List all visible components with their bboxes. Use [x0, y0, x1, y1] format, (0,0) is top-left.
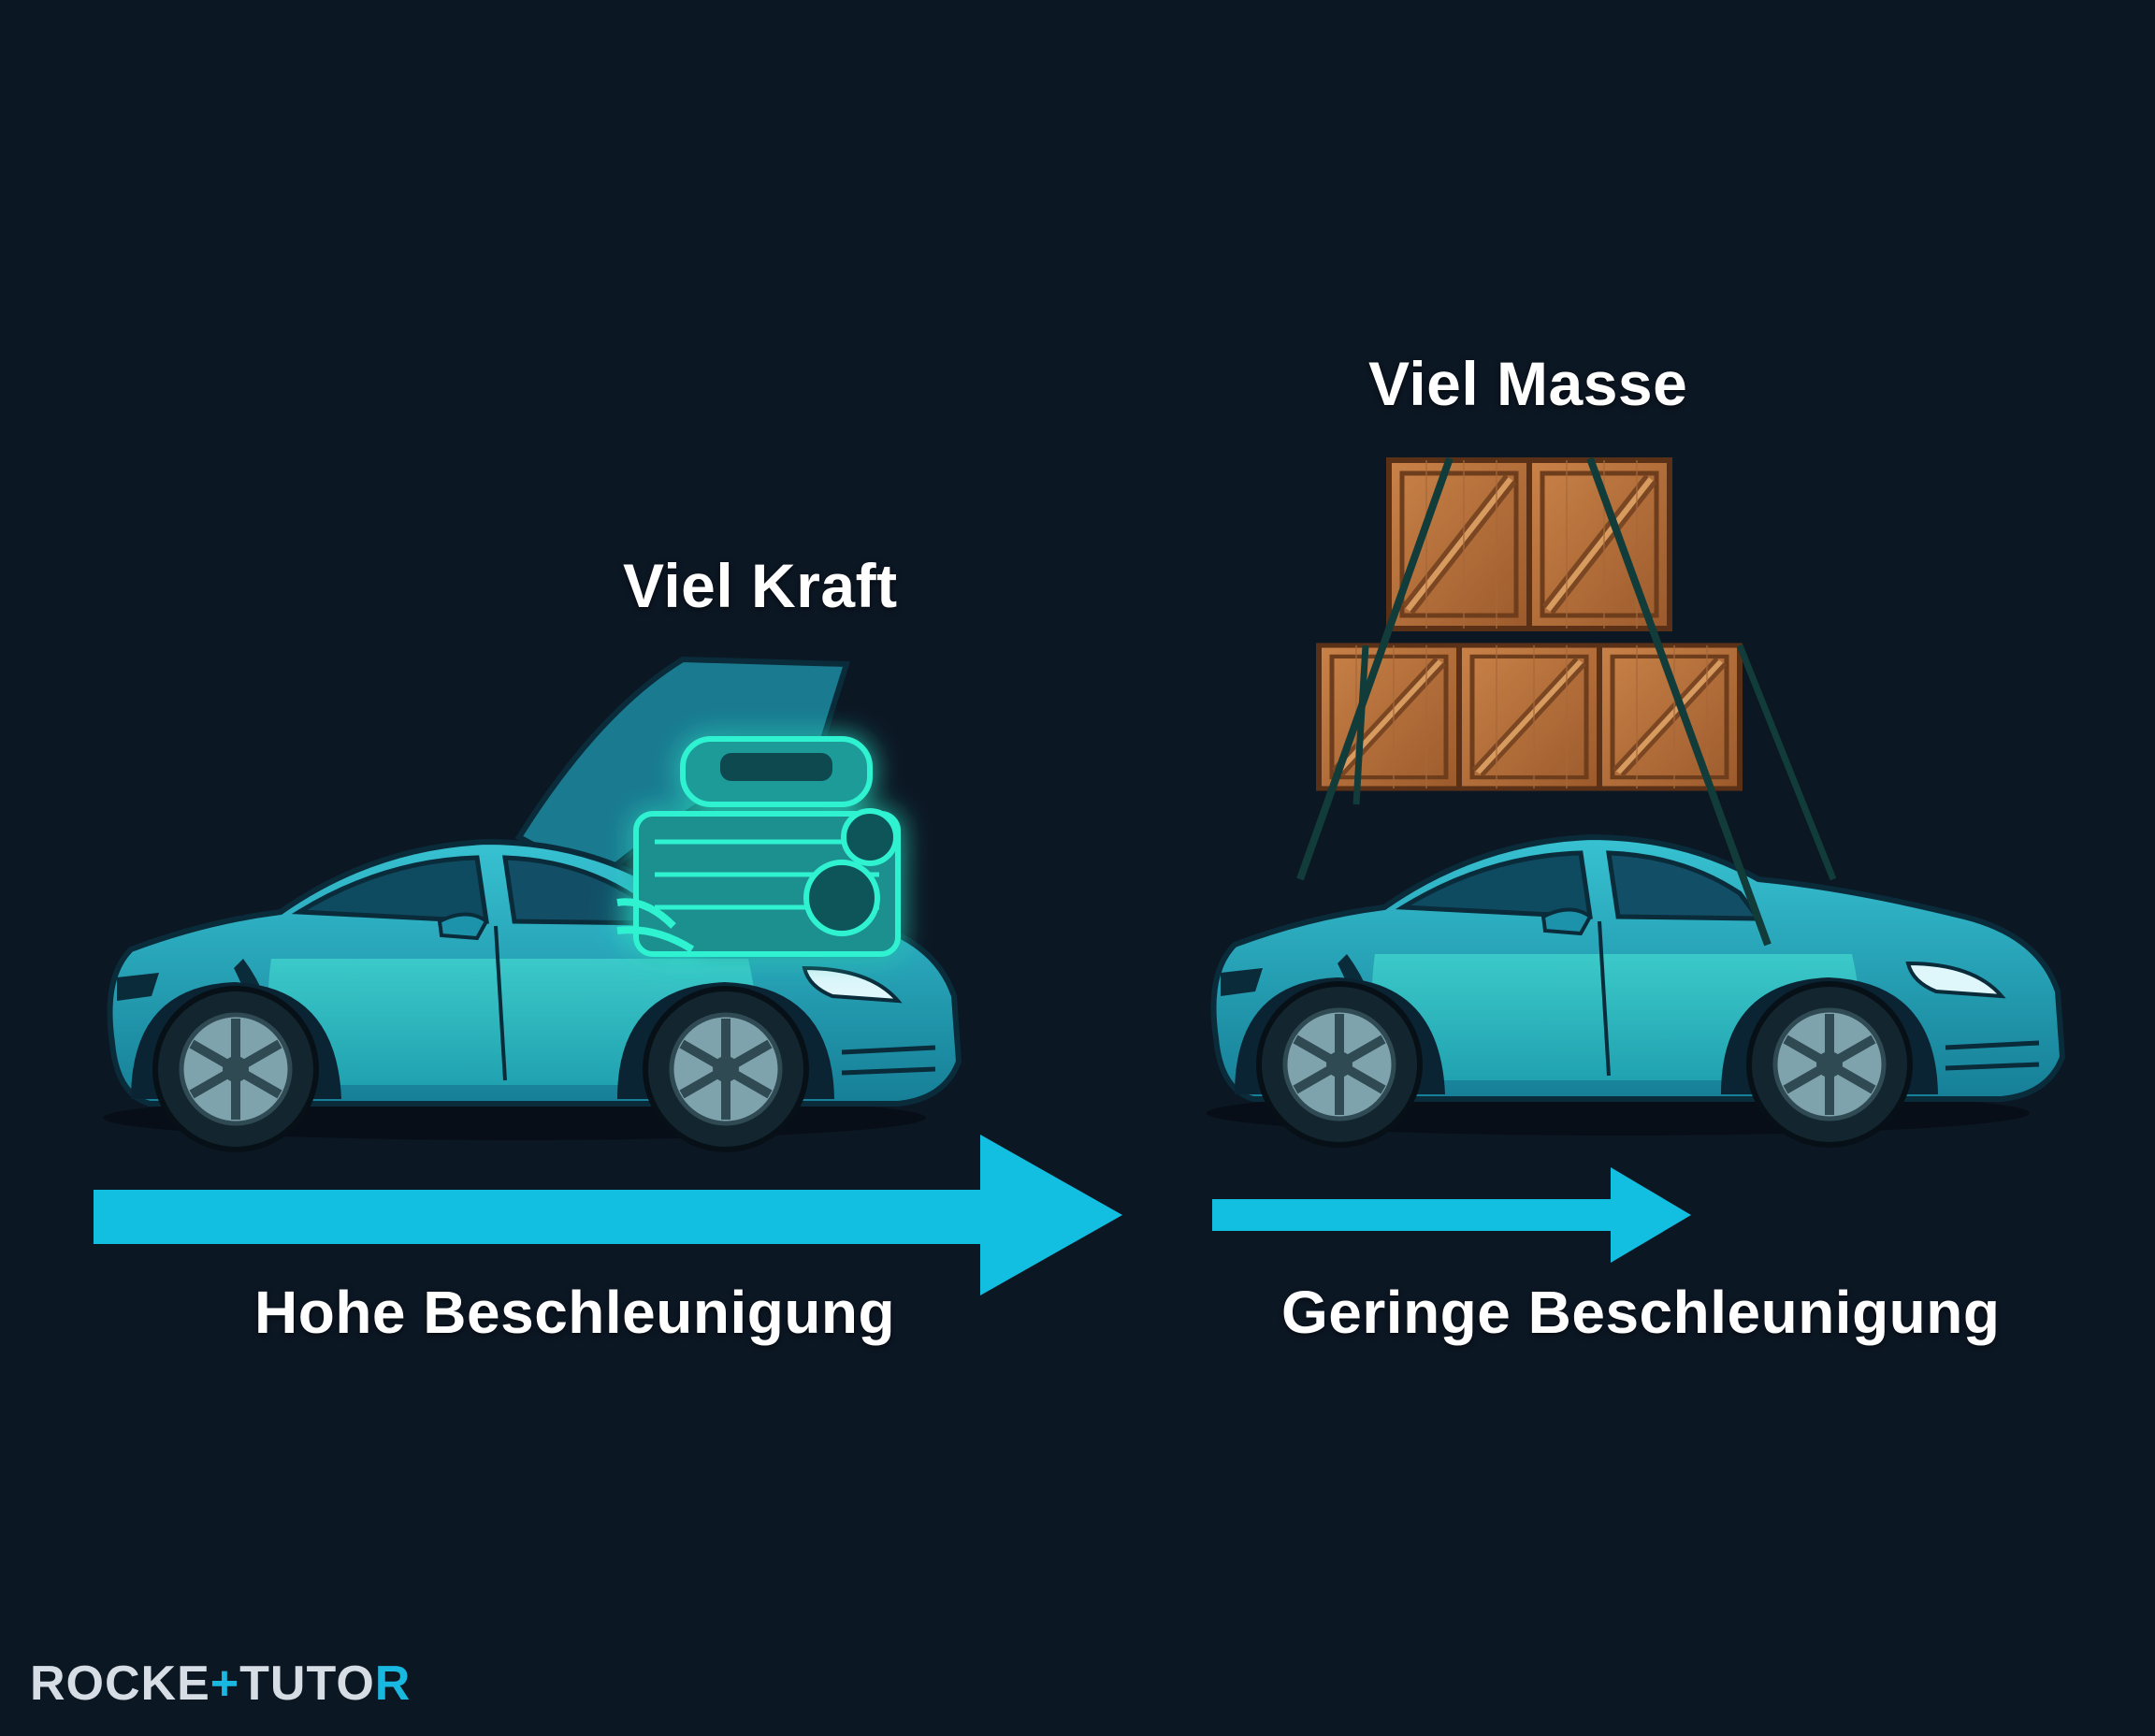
right-arrow-icon-small [1212, 1167, 1691, 1263]
wooden-crates-icon [1296, 458, 1837, 947]
left-car-group [103, 656, 959, 1150]
right-arrow-icon-large [94, 1135, 1122, 1295]
sports-car-icon-right [1207, 837, 2062, 1145]
brand-logo: ROCKE+TUTOR [30, 1656, 411, 1712]
label-viel-kraft: Viel Kraft [623, 551, 898, 620]
logo-text-1: ROCKE [30, 1656, 210, 1711]
logo-text-2: TUTO [239, 1656, 375, 1711]
label-viel-masse: Viel Masse [1368, 349, 1688, 418]
label-geringe-beschleunigung: Geringe Beschleunigung [1281, 1279, 2001, 1346]
right-car-group [1207, 458, 2062, 1145]
engine-icon [616, 736, 901, 957]
logo-plus: + [210, 1656, 240, 1711]
logo-text-3: R [374, 1656, 412, 1711]
label-hohe-beschleunigung: Hohe Beschleunigung [254, 1279, 896, 1346]
